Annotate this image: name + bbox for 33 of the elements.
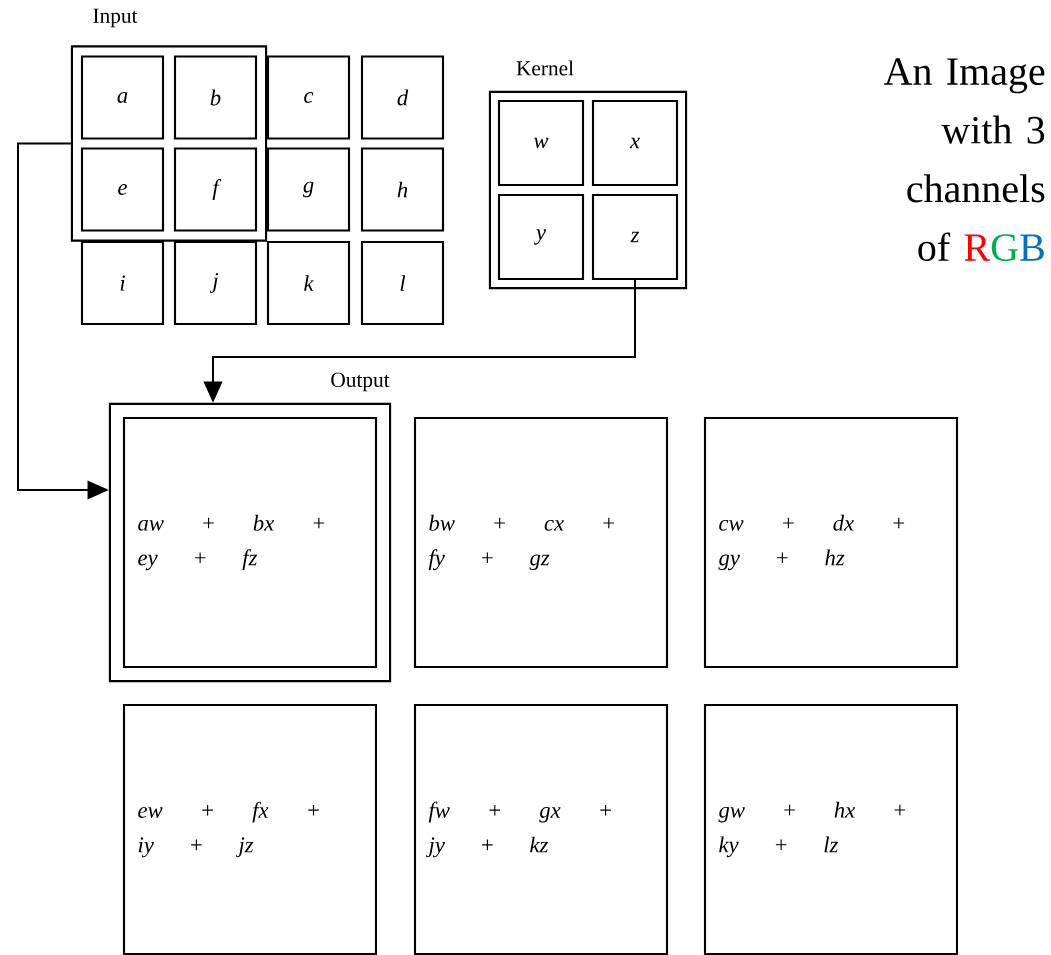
grid-cell: x [591, 99, 679, 187]
grid-cell: z [591, 193, 679, 281]
label: An Image [883, 58, 1045, 94]
grid-cell: g [266, 147, 351, 232]
grid-cell: w [497, 99, 585, 187]
label: G [991, 234, 1018, 262]
output-box: aw + bx + ey + fz [122, 416, 378, 669]
label: of [918, 232, 951, 262]
output-box: fw + gx + jy + kz [413, 703, 669, 955]
grid-cell: f [173, 147, 258, 232]
grid-cell: e [80, 147, 165, 232]
label: with 3 [941, 115, 1045, 144]
output-box: ew + fx + iy + jz [122, 703, 378, 955]
note-text: An Image with 3 channels of RGB [883, 58, 1045, 262]
grid-cell: c [266, 55, 351, 140]
grid-cell: j [173, 240, 258, 326]
grid-cell: h [360, 147, 445, 232]
node-label: Input [93, 8, 138, 28]
grid-cell: b [173, 55, 258, 140]
grid-cell: y [497, 193, 585, 281]
label: R [964, 234, 991, 261]
output-box: gw + hx + ky + lz [703, 703, 959, 955]
grid-cell: a [80, 55, 165, 140]
label: channels [907, 174, 1045, 203]
output-box: bw + cx + fy + gz [413, 416, 669, 669]
grid-cell: l [360, 240, 445, 326]
output-box: cw + dx + gy + hz [703, 416, 959, 669]
grid-cell: k [266, 240, 351, 326]
node-label: Output [331, 372, 390, 392]
node-label: Kernel [516, 60, 574, 76]
label: B [1020, 234, 1044, 261]
grid-cell: i [80, 240, 165, 326]
grid-cell: d [360, 55, 445, 140]
